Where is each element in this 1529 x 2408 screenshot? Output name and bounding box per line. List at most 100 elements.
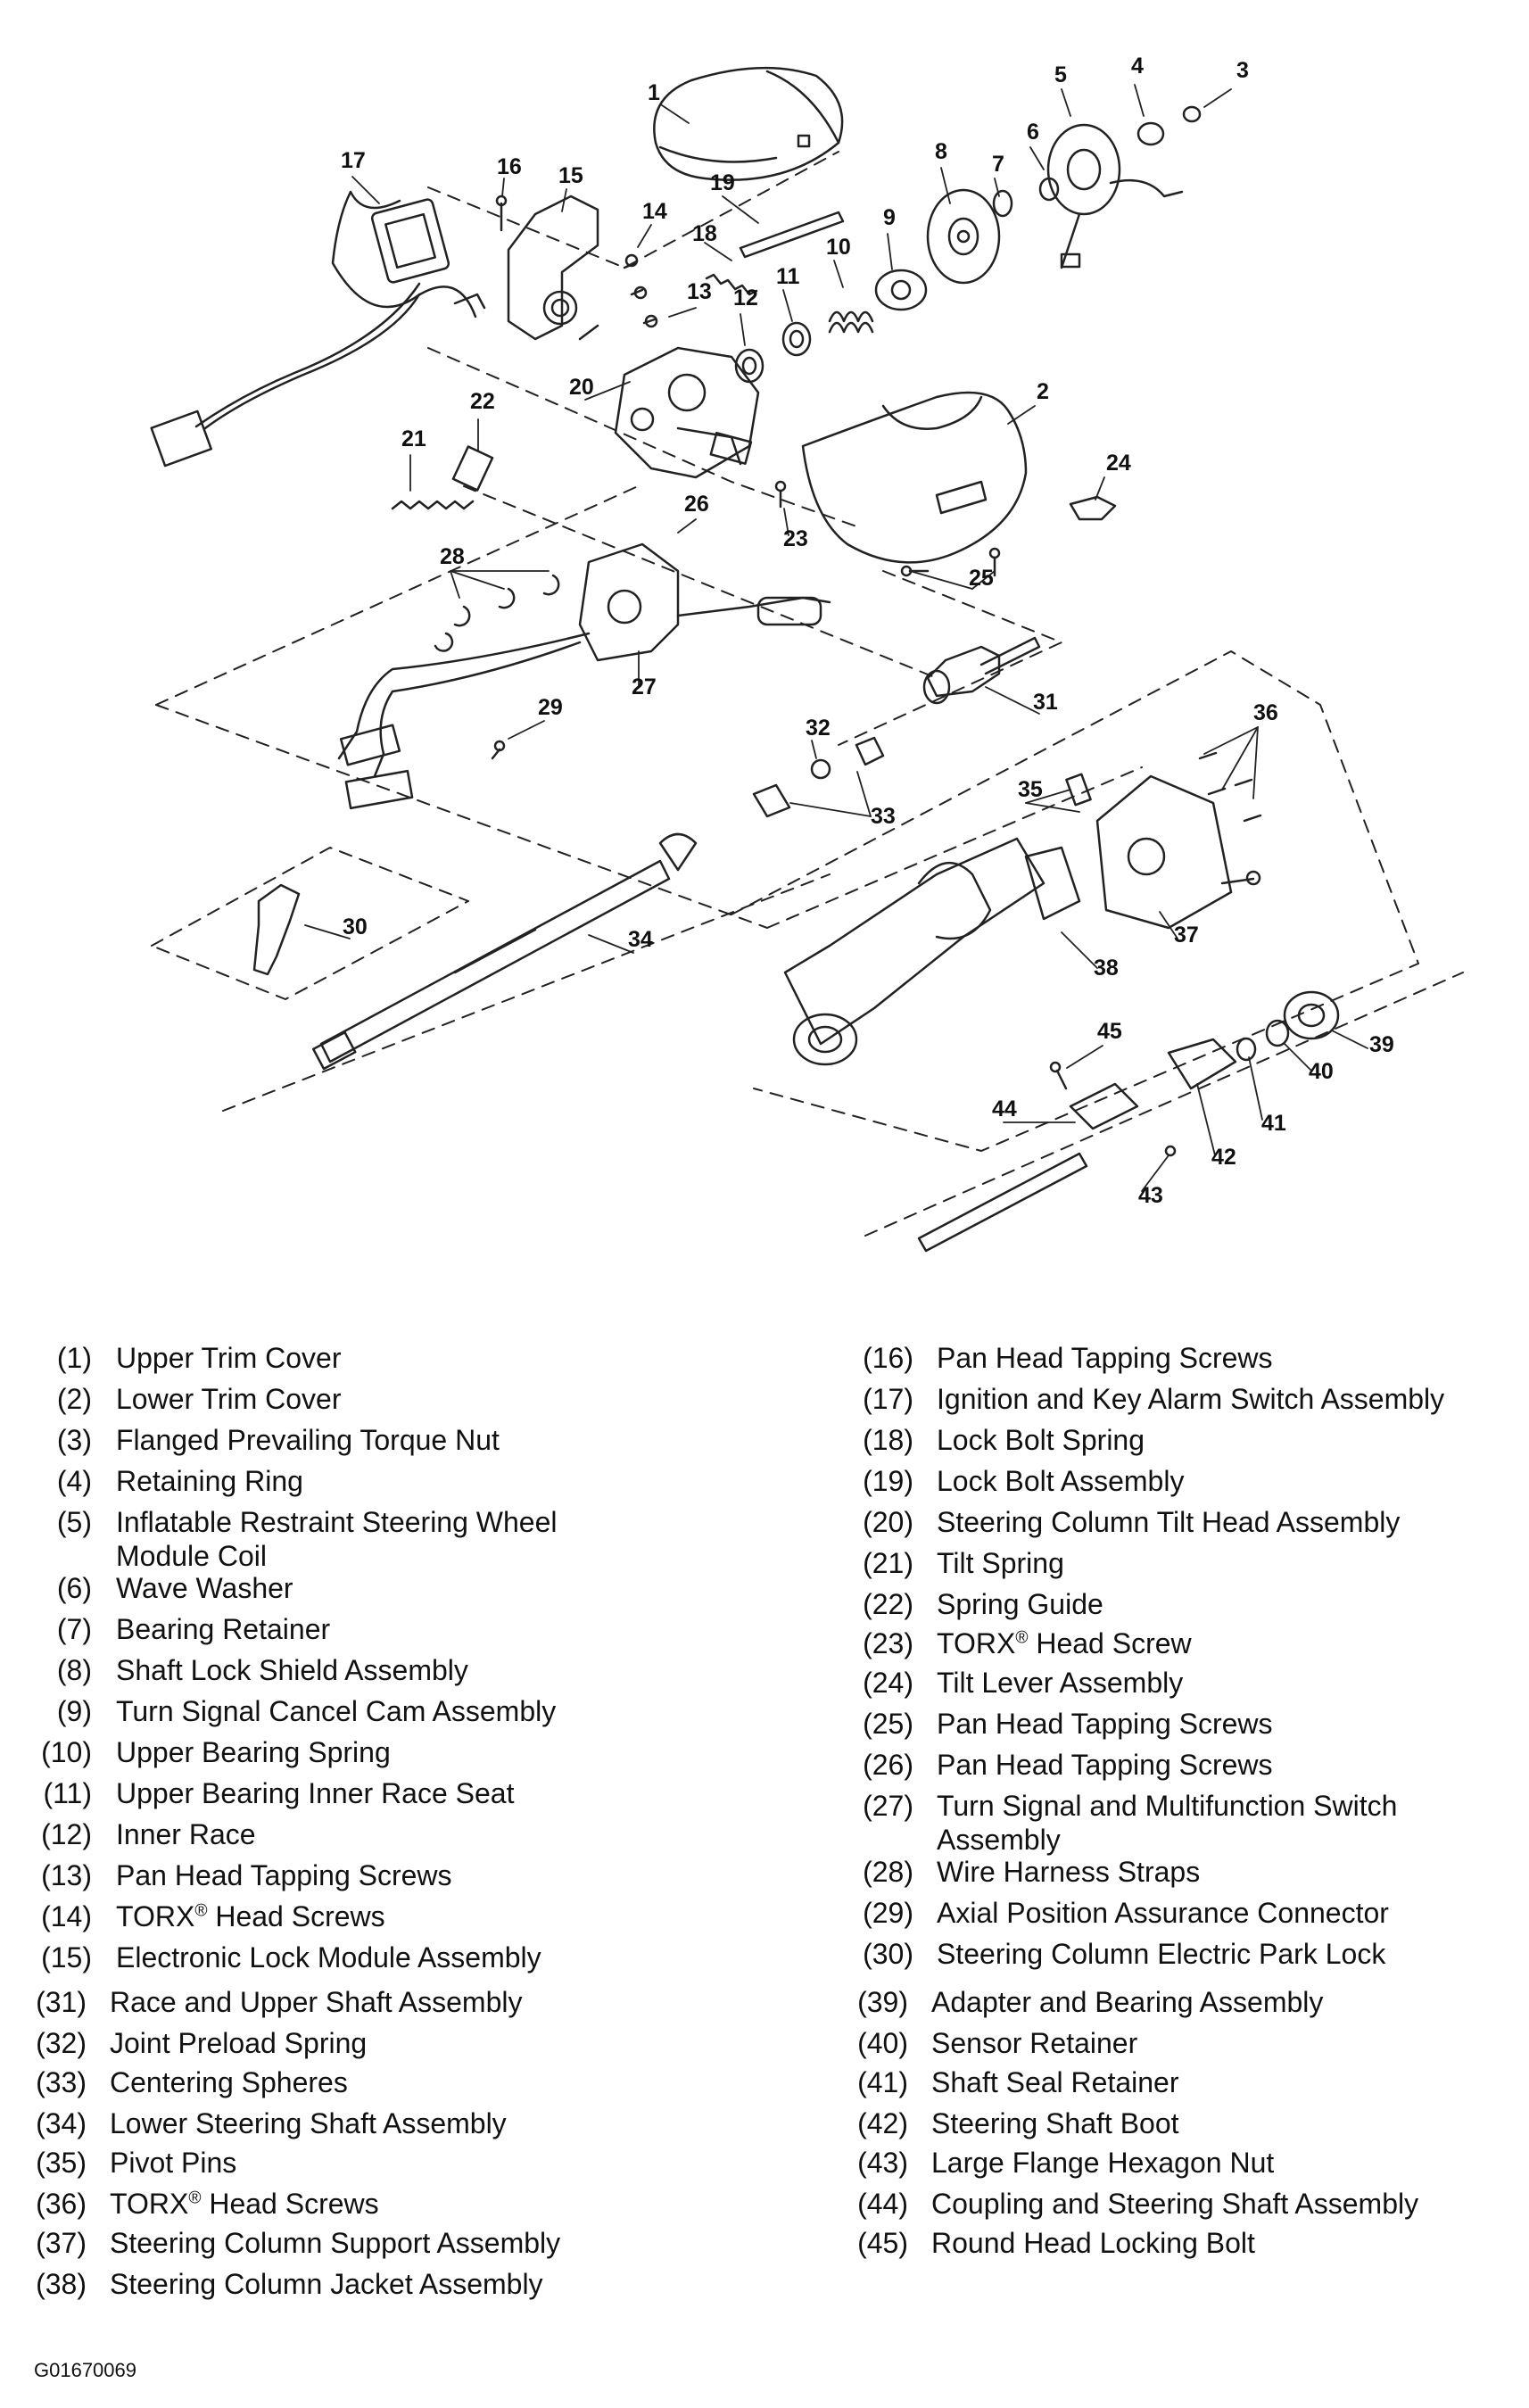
legend-label-text: Pivot Pins	[110, 2147, 237, 2179]
legend-label-text: Flanged Prevailing Torque Nut	[116, 1424, 500, 1456]
callout-39: 39	[1369, 1032, 1394, 1057]
legend-number: (17)	[863, 1383, 913, 1415]
callout-20: 20	[569, 375, 594, 400]
legend-label-text: Round Head Locking Bolt	[931, 2227, 1255, 2259]
legend-label-text: Wire Harness Straps	[937, 1856, 1201, 1888]
figure-id: G01670069	[34, 2359, 136, 2381]
legend-number: (1)	[56, 1342, 92, 1374]
legend-label: Steering Column Electric Park Lock	[937, 1940, 1385, 1968]
tilt-spring	[391, 445, 494, 510]
legend-number: (20)	[863, 1506, 913, 1538]
callout-21: 21	[401, 426, 426, 451]
bearing-stack	[734, 188, 1001, 384]
part-19-lock-bolt	[705, 211, 845, 296]
exploded-view-diagram: 1234567891011121314151617181920212223242…	[150, 54, 1464, 1253]
legend-label: Lower Steering Shaft Assembly	[110, 2109, 507, 2138]
legend-number: (27)	[863, 1790, 913, 1822]
legend-number: (3)	[56, 1424, 92, 1456]
legend-label: Turn Signal Cancel Cam Assembly	[116, 1697, 556, 1725]
callout-14: 14	[642, 199, 667, 224]
legend-number: (25)	[863, 1708, 913, 1740]
callout-27: 27	[632, 674, 657, 699]
legend-label: Lock Bolt Assembly	[937, 1467, 1184, 1495]
legend-number: (6)	[56, 1572, 92, 1604]
legend-label: Flanged Prevailing Torque Nut	[116, 1426, 500, 1454]
callout-13: 13	[687, 279, 712, 304]
legend-number: (23)	[863, 1627, 913, 1659]
legend-label-text: Shaft Seal Retainer	[931, 2066, 1179, 2098]
legend-label-text: Steering Column Tilt Head Assembly	[937, 1506, 1401, 1538]
legend-label-text: Steering Column Electric Park Lock	[937, 1938, 1386, 1970]
callout-42: 42	[1211, 1145, 1236, 1170]
legend-number: (18)	[863, 1424, 913, 1456]
legend-number: (26)	[863, 1749, 913, 1781]
legend-number: (30)	[863, 1938, 913, 1970]
legend-label-text: Coupling and Steering Shaft Assembly	[931, 2188, 1419, 2220]
legend-label-text: Upper Trim Cover	[116, 1342, 342, 1374]
legend-label: Race and Upper Shaft Assembly	[110, 1988, 522, 2016]
leader-lines	[304, 84, 1368, 1192]
coil-stack	[992, 105, 1202, 269]
part-17-ignition-switch	[150, 190, 486, 468]
legend-label: Ignition and Key Alarm Switch Assembly	[937, 1385, 1444, 1413]
legend-label-text: Turn Signal Cancel Cam Assembly	[116, 1695, 557, 1727]
legend-label: Wire Harness Straps	[937, 1858, 1200, 1886]
callout-8: 8	[935, 139, 947, 164]
legend-label: Upper Bearing Spring	[116, 1738, 391, 1767]
legend-number: (31)	[36, 1986, 87, 2018]
legend-number: (28)	[863, 1856, 913, 1888]
legend-number: (29)	[863, 1897, 913, 1929]
legend-number: (11)	[43, 1777, 92, 1809]
legend-label-line2: Assembly	[937, 1824, 1061, 1856]
legend-label: Large Flange Hexagon Nut	[931, 2148, 1274, 2177]
callout-35: 35	[1018, 777, 1043, 802]
callout-19: 19	[710, 170, 735, 195]
callout-43: 43	[1138, 1183, 1163, 1208]
legend-label: Bearing Retainer	[116, 1615, 330, 1643]
legend-label-text: TORX	[116, 1900, 195, 1932]
legend-number: (16)	[863, 1342, 913, 1374]
callout-12: 12	[733, 285, 758, 310]
legend-number: (40)	[857, 2027, 908, 2059]
legend-label-text: Turn Signal and Multifunction Switch	[937, 1790, 1398, 1822]
legend-number: (44)	[857, 2188, 908, 2220]
callout-34: 34	[628, 927, 653, 952]
callout-3: 3	[1236, 58, 1249, 83]
legend-label: Axial Position Assurance Connector	[937, 1899, 1389, 1927]
legend-number: (24)	[863, 1667, 913, 1699]
callout-38: 38	[1094, 956, 1119, 981]
legend-label-text: Electronic Lock Module Assembly	[116, 1941, 541, 1974]
legend-label-text: Lock Bolt Spring	[937, 1424, 1145, 1456]
legend-column-left: (1)Upper Trim Cover(2)Lower Trim Cover(3…	[22, 1344, 807, 2303]
legend-label-text: Joint Preload Spring	[110, 2027, 368, 2059]
callout-1: 1	[648, 80, 660, 105]
legend-label: Pan Head Tapping Screws	[937, 1750, 1273, 1779]
legend-label-text: Inflatable Restraint Steering Wheel	[116, 1506, 558, 1538]
callout-18: 18	[692, 221, 717, 246]
legend-label: TORX® Head Screw	[937, 1629, 1192, 1658]
legend-label-tail: Head Screws	[207, 1900, 385, 1932]
callout-40: 40	[1309, 1059, 1334, 1084]
lower-coupling	[917, 990, 1340, 1253]
legend-label: Shaft Lock Shield Assembly	[116, 1656, 468, 1684]
legend-label: Upper Bearing Inner Race Seat	[116, 1779, 514, 1808]
legend-label: TORX® Head Screws	[116, 1902, 385, 1931]
registered-mark: ®	[194, 1901, 208, 1921]
legend-label: Centering Spheres	[110, 2068, 348, 2097]
legend-number: (7)	[56, 1613, 92, 1645]
callout-7: 7	[992, 152, 1004, 177]
callout-29: 29	[538, 695, 563, 720]
callout-32: 32	[806, 716, 831, 741]
callout-10: 10	[826, 235, 851, 260]
callout-41: 41	[1261, 1111, 1286, 1136]
legend-number: (9)	[56, 1695, 92, 1727]
legend-number: (36)	[36, 2188, 87, 2220]
legend-number: (39)	[857, 1986, 908, 2018]
legend-label-tail: Head Screws	[201, 2188, 379, 2220]
legend-label-text: Spring Guide	[937, 1588, 1103, 1620]
legend-number: (43)	[857, 2147, 908, 2179]
legend-number: (34)	[36, 2107, 87, 2139]
part-2-lower-trim-cover	[801, 391, 1028, 564]
centering-spheres	[752, 736, 885, 818]
legend-number: (35)	[36, 2147, 87, 2179]
